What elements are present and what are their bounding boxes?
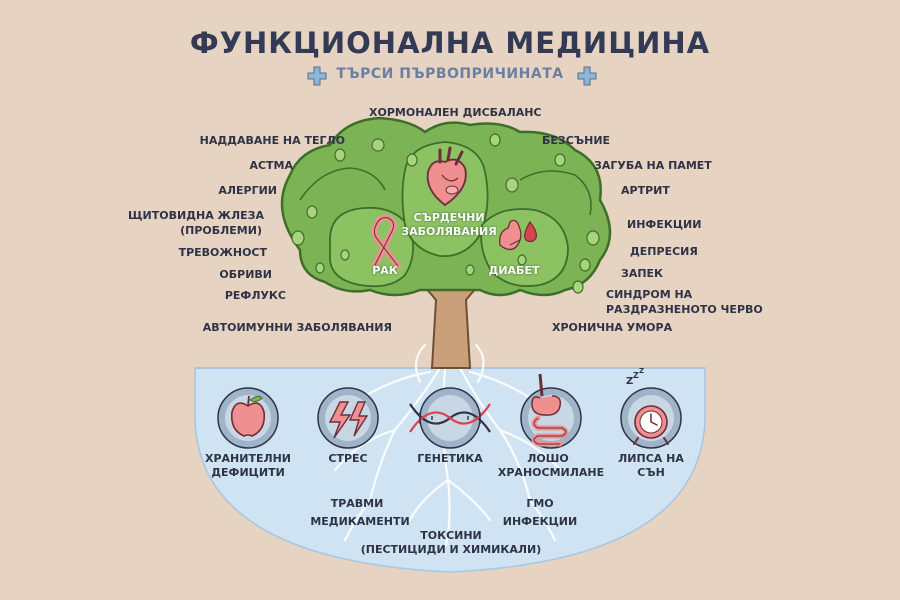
svg-text:Z: Z bbox=[626, 376, 633, 387]
medical-cross-icon bbox=[577, 66, 597, 86]
root-cause-label: СТРЕС bbox=[328, 452, 368, 465]
disease-label-cancer: РАК bbox=[372, 264, 398, 277]
symptom-label: НАДДАВАНЕ НА ТЕГЛО bbox=[199, 134, 345, 147]
symptom-label: БЕЗСЪНИЕ bbox=[542, 134, 611, 147]
roots bbox=[328, 343, 567, 547]
root-cause-label: ХРАНОСМИЛАНЕ bbox=[497, 466, 605, 479]
symptom-label: ЗАГУБА НА ПАМЕТ bbox=[594, 159, 712, 172]
deep-cause-label: ИНФЕКЦИИ bbox=[502, 515, 578, 528]
symptom-label: ХОРМОНАЛЕН ДИСБАЛАНС bbox=[369, 106, 542, 119]
symptom-label: ЩИТОВИДНА ЖЛЕЗА bbox=[127, 209, 264, 222]
symptom-label: АСТМА bbox=[249, 159, 293, 172]
symptom-label: ТРЕВОЖНОСТ bbox=[178, 246, 267, 259]
svg-text:Z: Z bbox=[633, 371, 639, 380]
apple-icon bbox=[230, 395, 266, 437]
deep-cause-label: ГМО bbox=[526, 497, 554, 510]
symptom-label: АЛЕРГИИ bbox=[218, 184, 277, 197]
pancreas-blood-drop-icon bbox=[499, 219, 537, 251]
symptom-label: ДЕПРЕСИЯ bbox=[630, 245, 698, 258]
symptom-label: РЕФЛУКС bbox=[224, 289, 286, 302]
symptom-label: СИНДРОМ НА bbox=[606, 288, 693, 301]
root-cause-label: ДЕФИЦИТИ bbox=[211, 466, 285, 479]
deep-cause-label: МЕДИКАМЕНТИ bbox=[310, 515, 410, 528]
disease-label-heart: СЪРДЕЧНИ bbox=[413, 211, 485, 224]
svg-text:Z: Z bbox=[639, 367, 644, 375]
symptom-label: РАЗДРАЗНЕНОТО ЧЕРВО bbox=[606, 303, 763, 316]
stomach-intestine-icon bbox=[531, 373, 569, 447]
alarm-clock-zzz-icon: Z Z Z bbox=[626, 367, 669, 445]
root-cause-label: ХРАНИТЕЛНИ bbox=[204, 452, 292, 465]
root-cause-label: СЪН bbox=[637, 466, 665, 479]
cancer-ribbon-icon bbox=[371, 214, 401, 269]
symptom-label: ИНФЕКЦИИ bbox=[627, 218, 702, 231]
dna-icon bbox=[409, 403, 491, 433]
lightning-icon bbox=[328, 401, 369, 439]
root-cause-label: ЛИПСА НА bbox=[618, 452, 684, 465]
symptom-label: (ПРОБЛЕМИ) bbox=[180, 224, 262, 237]
symptom-label: ОБРИВИ bbox=[219, 268, 272, 281]
heart-icon bbox=[426, 146, 467, 207]
page-subtitle: ТЪРСИ ПЪРВОПРИЧИНАТА bbox=[336, 66, 564, 82]
deep-cause-label: ТОКСИНИ bbox=[420, 529, 482, 542]
symptom-label: ЗАПЕК bbox=[621, 267, 664, 280]
symptom-label: ХРОНИЧНА УМОРА bbox=[552, 321, 673, 334]
deep-cause-label: ТРАВМИ bbox=[330, 497, 384, 510]
symptom-label: АРТРИТ bbox=[621, 184, 670, 197]
root-cause-label: ГЕНЕТИКА bbox=[417, 452, 483, 465]
deep-cause-label: (ПЕСТИЦИДИ И ХИМИКАЛИ) bbox=[360, 543, 542, 556]
page-title: ФУНКЦИОНАЛНА МЕДИЦИНА bbox=[189, 26, 711, 60]
disease-label-heart: ЗАБОЛЯВАНИЯ bbox=[401, 225, 497, 238]
medical-cross-icon bbox=[307, 66, 327, 86]
root-cause-label: ЛОШО bbox=[527, 452, 569, 465]
symptom-label: АВТОИМУННИ ЗАБОЛЯВАНИЯ bbox=[202, 321, 392, 334]
disease-label-diabetes: ДИАБЕТ bbox=[488, 264, 540, 277]
